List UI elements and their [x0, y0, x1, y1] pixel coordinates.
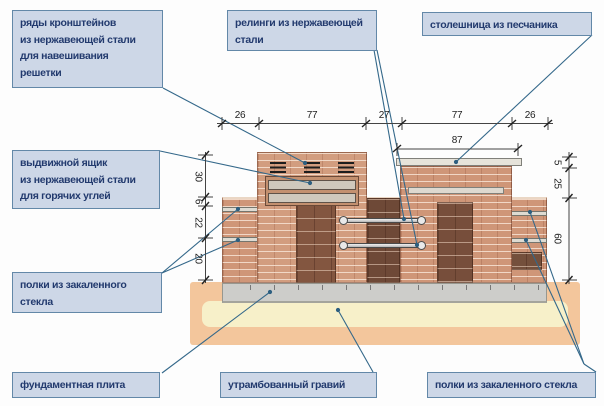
dim-top-5: 26: [524, 110, 536, 121]
dim-left-22: 22: [192, 217, 204, 228]
callout-railings: релинги из нержавеющей стали: [227, 10, 377, 51]
callout-countertop: столешница из песчаника: [422, 12, 592, 36]
callout-line: выдвижной ящик: [20, 157, 108, 169]
dim-top-3: 27: [378, 110, 390, 121]
dim-right-60: 60: [551, 233, 563, 244]
callout-line: из нержавеющей стали: [20, 173, 136, 186]
callout-line: решетки: [20, 66, 62, 79]
railing-bar-lower: [343, 243, 424, 248]
glass-shelf-left-upper: [222, 207, 258, 212]
callout-bracket-rows: ряды кронштейнов из нержавеющей стали дл…: [12, 10, 163, 88]
callout-line: фундаментная плита: [20, 379, 126, 391]
coal-drawer-front-lower: [268, 193, 356, 203]
callout-drawer: выдвижной ящик из нержавеющей стали для …: [12, 150, 160, 209]
coal-drawer: [265, 176, 359, 206]
callout-foundation: фундаментная плита: [12, 372, 160, 398]
callout-line: стали: [235, 33, 264, 46]
dim-countertop-width: 87: [451, 135, 463, 146]
dark-brick-accent: [367, 198, 400, 283]
foundation-rebar-ticks: [227, 285, 542, 290]
glass-shelf-right-lower: [511, 238, 547, 243]
railing-end-cap: [417, 241, 426, 250]
callout-line: для навешивания: [20, 50, 109, 62]
railing-end-cap: [339, 216, 348, 225]
railing-end-cap: [417, 216, 426, 225]
dim-top-2: 77: [306, 110, 318, 121]
inner-shelf-slab: [408, 187, 504, 194]
dark-brick-accent: [296, 204, 336, 283]
leader-shelves-right-stem: [583, 363, 597, 373]
glass-shelf-left-lower: [222, 237, 258, 242]
dark-brick-accent: [437, 202, 473, 283]
foundation-slab: [222, 283, 547, 303]
callout-line: полки из закаленного стекла: [435, 379, 578, 391]
callout-line: стекла: [20, 295, 53, 308]
dim-right-25: 25: [551, 178, 563, 189]
leader-countertop: [455, 34, 593, 163]
callout-line: столешница из песчаника: [430, 19, 558, 31]
callout-line: ряды кронштейнов: [20, 17, 116, 29]
coal-drawer-front-upper: [268, 180, 356, 190]
callout-gravel: утрамбованный гравий: [220, 372, 377, 398]
dark-brick-accent: [508, 252, 542, 270]
callout-line: для горячих углей: [20, 190, 111, 202]
dim-top-1: 26: [234, 110, 246, 121]
grate-bracket-row: [304, 162, 320, 174]
dim-top-4: 77: [451, 110, 463, 121]
callout-line: релинги из нержавеющей: [235, 17, 363, 29]
callout-shelves-left: полки из закаленного стекла: [12, 272, 162, 313]
callout-line: из нержавеющей стали: [20, 33, 136, 46]
dim-left-30: 30: [192, 171, 204, 182]
dim-left-20: 20: [192, 253, 204, 264]
callout-line: утрамбованный гравий: [228, 379, 346, 391]
railing-end-cap: [339, 241, 348, 250]
callout-line: полки из закаленного: [20, 279, 127, 291]
grate-bracket-row: [270, 162, 286, 174]
gravel-layer: [202, 301, 568, 327]
countertop-slab: [396, 158, 522, 166]
grate-bracket-row: [338, 162, 354, 174]
glass-shelf-right-upper: [511, 211, 547, 216]
railing-bar-upper: [343, 218, 424, 223]
callout-shelves-right: полки из закаленного стекла: [427, 372, 596, 398]
